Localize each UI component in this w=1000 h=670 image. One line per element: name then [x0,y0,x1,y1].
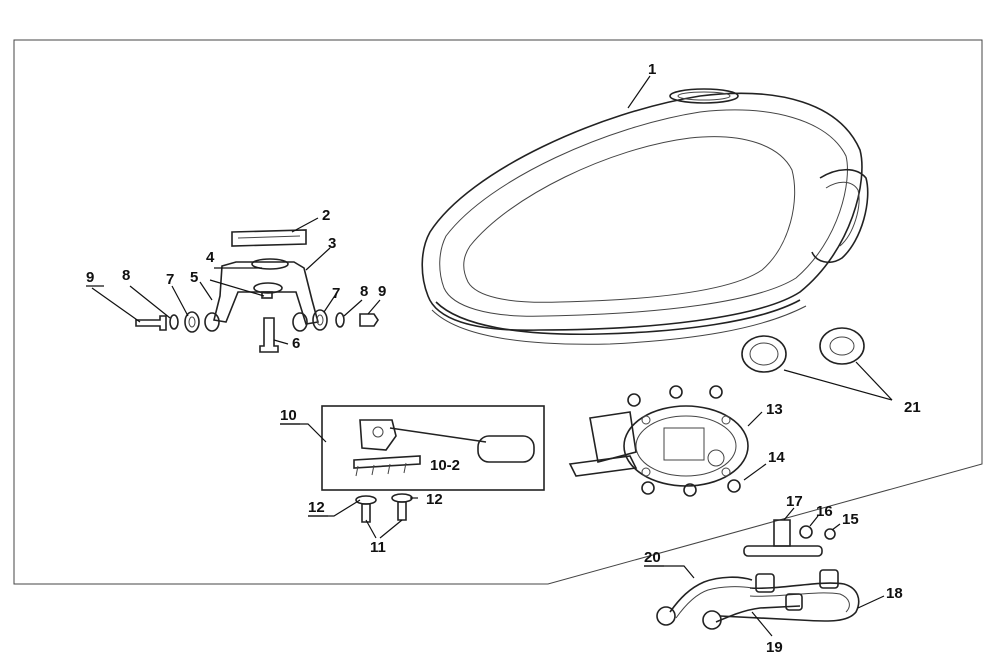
callout-5: 5 [190,269,198,286]
callout-15: 15 [842,511,859,528]
callout-18: 18 [886,585,903,602]
callout-10: 10 [280,407,297,424]
fuel-hose-assembly [656,519,860,630]
callout-6: 6 [292,335,300,352]
leader-lines [91,75,893,637]
rubber-pad [231,229,307,247]
callout-labels: 1 2 3 4 5 6 7 7 8 8 9 9 10 10-2 11 12 12… [86,61,921,656]
callout-underlines [86,285,664,567]
callout-12-right: 12 [426,491,443,508]
callout-10-2: 10-2 [430,457,460,474]
callout-19: 19 [766,639,783,656]
callout-13: 13 [766,401,783,418]
fuel-pump-assembly [568,405,749,487]
callout-9-left: 9 [86,269,94,286]
callout-3: 3 [328,235,336,252]
washer-12-right [391,493,413,503]
callout-2: 2 [322,207,330,224]
hose-20 [669,576,753,613]
hose-18 [719,582,860,622]
callout-7-right: 7 [332,285,340,302]
callout-21: 21 [904,399,921,416]
assembly-frame [13,39,983,585]
callout-8-left: 8 [122,267,130,284]
clamp-16 [799,525,813,539]
callout-16: 16 [816,503,833,520]
fuel-sender-box [321,405,545,491]
screw-11-right [397,501,407,521]
callout-12-left: 12 [308,499,325,516]
callout-14: 14 [768,449,785,466]
clip-15 [824,528,836,540]
tee-17 [773,519,791,547]
callout-4: 4 [206,249,215,266]
sender-screws [355,493,413,523]
bolt-9-left [135,315,167,331]
callout-9-right: 9 [378,283,386,300]
callout-11: 11 [370,539,386,556]
nut-14 [627,393,641,407]
screw-11-left [361,503,371,523]
pump-nuts [627,385,741,497]
callout-8-right: 8 [360,283,368,300]
bushing-7-right [312,309,328,331]
bushing-7-left [184,311,200,333]
fuel-tank [421,88,869,345]
callout-7-left: 7 [166,271,174,288]
callout-1: 1 [648,61,656,78]
callout-17: 17 [786,493,803,510]
callout-20: 20 [644,549,661,566]
mounting-bracket-assembly [135,229,379,353]
bolt-6 [259,317,279,353]
nut-9-right [359,313,379,327]
fuel-caps [741,327,865,373]
washer-8-right [335,312,345,328]
washer-8-left [169,314,179,330]
